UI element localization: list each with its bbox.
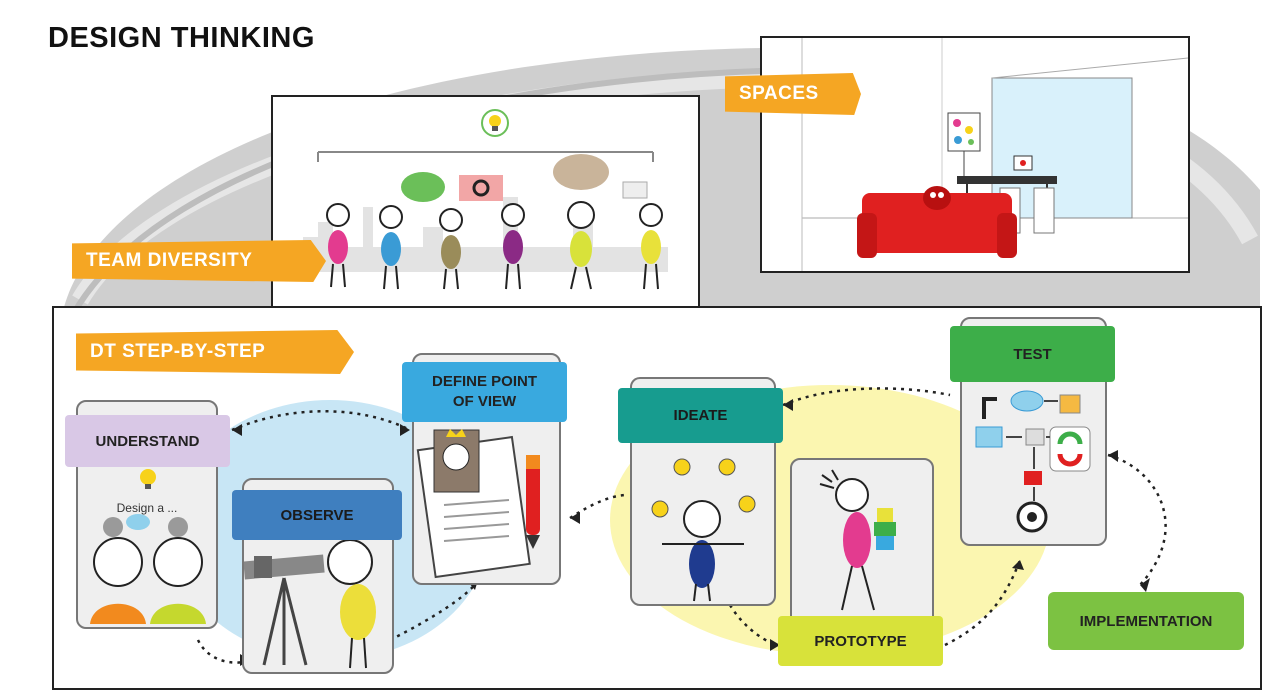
cycle-icon (1016, 501, 1048, 533)
telescope-icon (243, 539, 376, 669)
lightbulb-icon (651, 458, 756, 518)
spaces-tag: SPACES (725, 73, 861, 115)
page-title: DESIGN THINKING (48, 22, 315, 54)
dt-step-by-step-tag: DT STEP-BY-STEP (76, 330, 354, 374)
step-ideate-label: IDEATE (618, 388, 783, 443)
step-prototype-label: PROTOTYPE (778, 616, 943, 666)
understand-illustration: Design a ... (90, 469, 206, 624)
define-illustration (416, 429, 540, 579)
step-understand-label: UNDERSTAND (65, 415, 230, 467)
ideate-illustration (651, 458, 756, 602)
flow-diagram-icon (975, 390, 1091, 533)
office-space-illustration (801, 38, 1189, 271)
lightbulb-icon (140, 469, 156, 489)
team-diversity-tag: TEAM DIVERSITY (72, 240, 326, 282)
team-diversity-panel (271, 95, 700, 309)
understand-caption: Design a ... (117, 501, 178, 515)
step-define-label-line2: OF VIEW (452, 393, 517, 410)
step-define-label: DEFINE POINT OF VIEW (402, 362, 567, 422)
cloud-icon (1010, 390, 1044, 412)
prototype-illustration (819, 469, 896, 611)
step-define-label-line1: DEFINE POINT (431, 373, 537, 390)
sofa (857, 186, 1017, 258)
step-prototype-card (790, 458, 934, 632)
step-test-label: TEST (950, 326, 1115, 382)
step-implementation-label: IMPLEMENTATION (1048, 592, 1244, 650)
team-illustration (303, 109, 668, 290)
step-observe-label: OBSERVE (232, 490, 402, 540)
pen-icon (526, 455, 540, 549)
lightbulb-icon (481, 109, 509, 137)
spaces-panel (760, 36, 1190, 273)
